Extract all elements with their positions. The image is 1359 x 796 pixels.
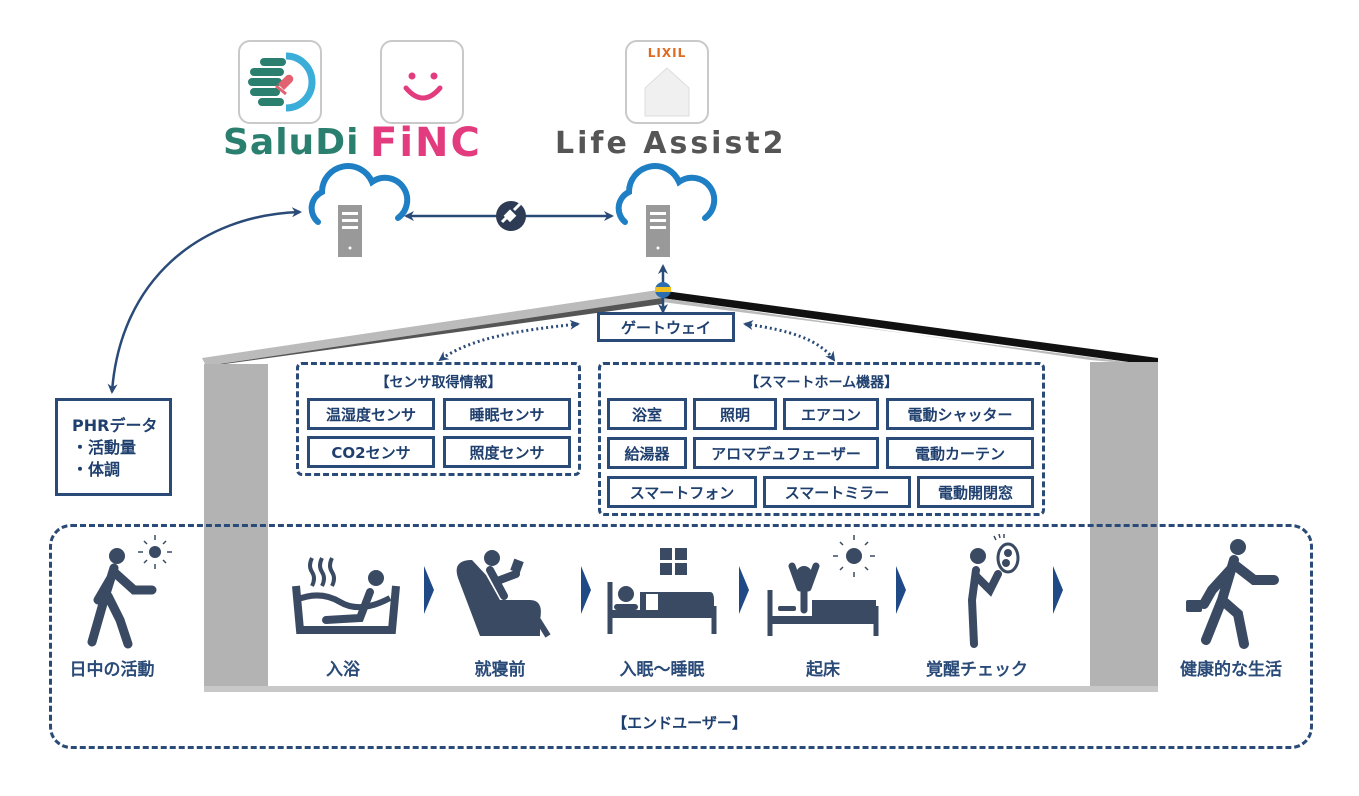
bathtub-icon — [292, 557, 400, 634]
device-item: エアコン — [783, 398, 879, 430]
phr-data-box: PHRデータ ・活動量 ・体調 — [55, 398, 172, 496]
roof-left-shadow — [206, 298, 662, 366]
stage-sleep: 入眠～睡眠 — [619, 660, 705, 680]
roof-left-edge — [202, 290, 662, 366]
phr-title: PHRデータ — [72, 416, 158, 435]
www-globe-icon — [655, 282, 671, 298]
cloud-server-icon — [308, 163, 411, 257]
device-item: 浴室 — [607, 398, 687, 430]
end-user-title: 【エンドユーザー】 — [612, 714, 747, 732]
gateway-box: ゲートウェイ — [597, 312, 735, 342]
phr-item-condition: ・体調 — [72, 460, 121, 479]
businessman-walking-icon — [1186, 539, 1279, 649]
walking-person-sun-icon — [87, 535, 172, 649]
armchair-reading-icon — [456, 550, 551, 638]
flow-chevron-icon — [424, 566, 434, 614]
gateway-smarthome-link — [743, 320, 836, 362]
stage-bathing: 入浴 — [326, 660, 360, 680]
stage-awakening-check: 覚醒チェック — [926, 660, 1028, 680]
finc-app-name: FiNC — [370, 120, 482, 166]
phr-data-arrow — [107, 207, 302, 394]
roof-right-edge — [658, 290, 1158, 366]
device-item: スマートフォン — [607, 476, 757, 508]
sensor-item: 睡眠センサ — [443, 398, 571, 430]
bed-sleeping-icon — [607, 548, 717, 634]
gateway-label: ゲートウェイ — [620, 318, 711, 337]
lixil-brand: LIXIL — [647, 46, 687, 60]
person-mirror-check-icon — [967, 533, 1020, 648]
device-item: 電動シャッター — [886, 398, 1034, 430]
saludi-app-name: SaluDi — [223, 122, 360, 163]
stage-before-bed: 就寝前 — [474, 660, 526, 680]
stage-wake-up: 起床 — [806, 660, 840, 680]
device-item: 電動カーテン — [886, 437, 1034, 469]
stage-healthy-life: 健康的な生活 — [1180, 660, 1282, 680]
sensor-group: 【センサ取得情報】 — [296, 362, 581, 476]
device-item: 照明 — [693, 398, 777, 430]
life-assist-app-icon: LIXIL — [625, 40, 709, 124]
stage-daytime-activity: 日中の活動 — [69, 660, 155, 680]
flow-chevron-icon — [581, 566, 591, 614]
saludi-hand-heart-icon — [248, 52, 316, 112]
house-floor — [204, 686, 1158, 692]
device-item: スマートミラー — [763, 476, 911, 508]
sensor-item: 照度センサ — [443, 436, 571, 468]
flow-chevron-icon — [739, 566, 749, 614]
api-plug-icon — [496, 201, 526, 231]
life-assist-app-name: Life Assist2 — [555, 126, 787, 161]
phr-item-activity: ・活動量 — [72, 438, 137, 457]
flow-chevron-icon — [896, 566, 906, 614]
finc-smile-icon — [403, 72, 443, 101]
smart-home-group-title: 【スマートホーム機器】 — [744, 375, 899, 391]
flow-chevron-icon — [1053, 566, 1063, 614]
device-item: 電動開閉窓 — [917, 476, 1034, 508]
house-left-wall — [204, 364, 268, 690]
lixil-house-icon — [644, 67, 690, 117]
sensor-group-title: 【センサ取得情報】 — [375, 375, 502, 391]
sensor-item: CO2センサ — [307, 436, 435, 468]
cloud-server-icon — [615, 163, 718, 257]
gateway-sensor-link — [438, 319, 580, 362]
sensor-item: 温湿度センサ — [307, 398, 435, 430]
smart-home-group: 【スマートホーム機器】 — [598, 362, 1045, 516]
waking-up-sun-icon — [767, 535, 879, 636]
device-item: 給湯器 — [607, 437, 687, 469]
end-user-group — [49, 524, 1313, 749]
finc-app-icon — [380, 40, 464, 124]
device-item: アロマデュフェーザー — [693, 437, 879, 469]
saludi-app-icon — [238, 40, 322, 124]
